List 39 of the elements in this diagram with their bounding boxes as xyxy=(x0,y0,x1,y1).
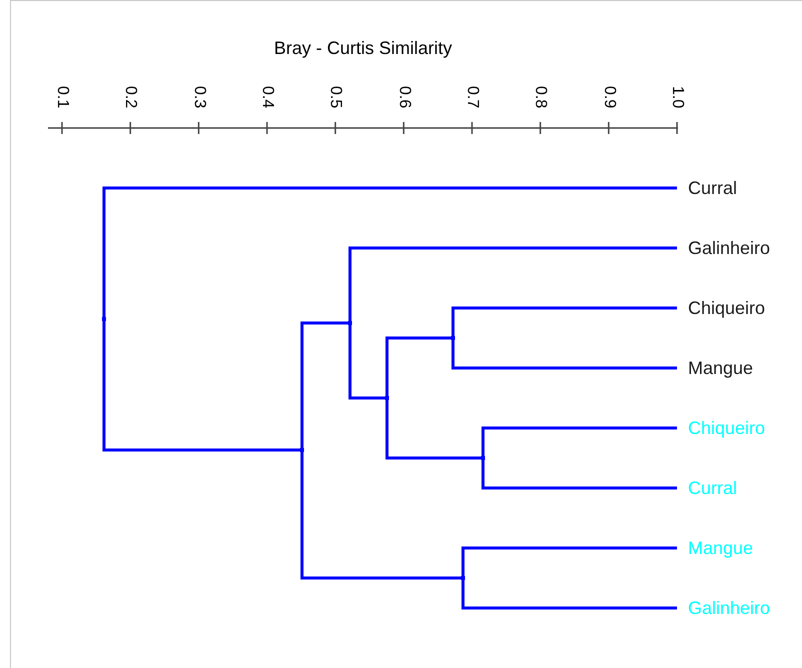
tick-label: 0.6 xyxy=(394,86,413,108)
junction-point xyxy=(348,321,352,325)
dendrogram-branch xyxy=(348,325,385,400)
dendrogram-branch xyxy=(300,322,348,448)
axis-title: Bray - Curtis Similarity xyxy=(274,38,452,59)
dendrogram-branch xyxy=(452,340,677,370)
dendrogram-branch xyxy=(102,186,677,317)
tick-label: 0.9 xyxy=(600,86,618,108)
tick-label: 0.8 xyxy=(531,86,550,108)
leaf-label: Galinheiro xyxy=(677,237,770,259)
leaf-label: Chiqueiro xyxy=(677,417,766,439)
junction-point xyxy=(300,448,304,452)
tick-label: 0.5 xyxy=(326,86,344,108)
junction-point xyxy=(461,576,465,580)
dendrogram-branch xyxy=(462,580,677,610)
leaf-label: Mangue xyxy=(677,537,754,559)
dendrogram-branch xyxy=(452,306,677,336)
dendrogram-branch xyxy=(386,400,481,460)
tick-label: 0.2 xyxy=(121,86,140,108)
junction-point xyxy=(385,396,389,400)
dendrogram-branch xyxy=(482,426,677,456)
leaf-label: Mangue xyxy=(677,357,754,379)
junction-point xyxy=(481,456,485,460)
leaf-label: Galinheiro xyxy=(677,597,770,619)
dendrogram-branch xyxy=(348,246,677,321)
leaf-label: Chiqueiro xyxy=(677,297,766,319)
tick-label: 0.4 xyxy=(258,86,276,108)
tick-label: 0.3 xyxy=(190,86,208,108)
leaf-label: Curral xyxy=(677,477,738,499)
dendrogram-branch xyxy=(462,546,677,576)
dendrogram-branch xyxy=(102,321,300,452)
tick-label: 0.1 xyxy=(53,86,71,108)
tick-label: 0.7 xyxy=(463,86,481,108)
dendrogram-branch xyxy=(300,452,461,580)
junction-point xyxy=(451,336,455,340)
dendrogram-branch xyxy=(482,460,677,490)
tick-label: 1.0 xyxy=(668,86,686,108)
leaf-label: Curral xyxy=(677,177,738,199)
dendrogram-branch xyxy=(386,336,451,396)
